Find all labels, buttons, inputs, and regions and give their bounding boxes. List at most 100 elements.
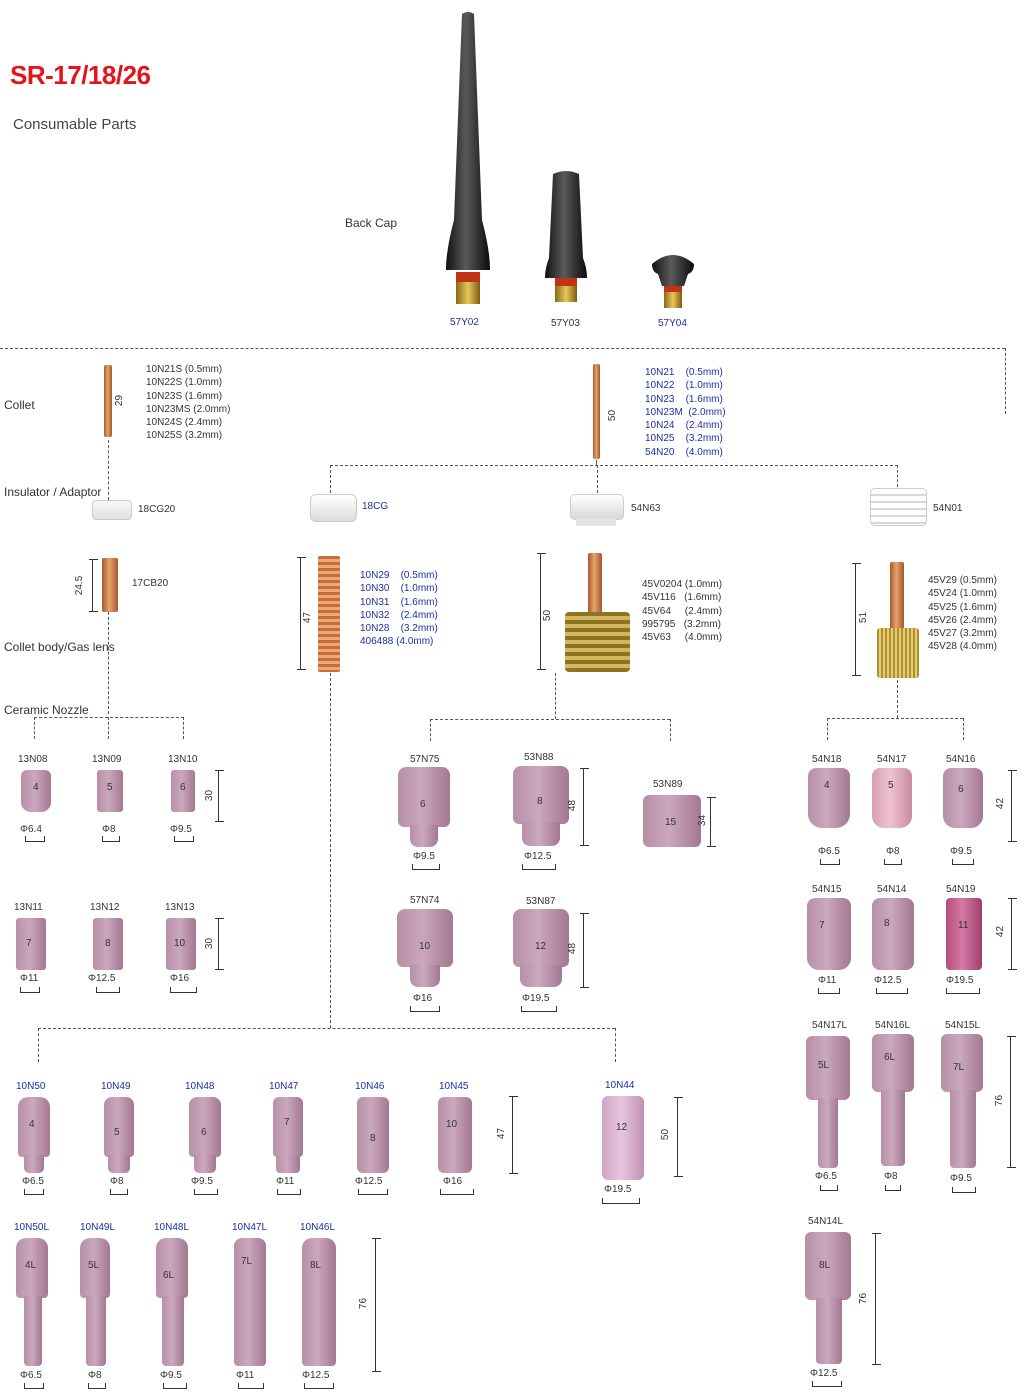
dimension-bar: [372, 1238, 382, 1372]
nozzle-code: 54N15: [812, 884, 842, 895]
connector-line: [330, 465, 331, 493]
nozzle-code: 10N45: [439, 1081, 469, 1092]
diameter-label: Φ6.5: [20, 1370, 42, 1381]
dimension-value: 30: [204, 789, 216, 802]
collet-body-17cb20-image: [102, 558, 118, 612]
diameter-bar: [885, 1185, 901, 1191]
nozzle-54n17l-image: 5L: [806, 1036, 850, 1100]
diameter-bar: [410, 1006, 440, 1012]
back-cap-code: 57Y04: [658, 318, 687, 329]
diameter-label: Φ6.5: [22, 1176, 44, 1187]
diameter-bar: [602, 1198, 640, 1204]
nozzle-size-number: 7L: [953, 1062, 965, 1073]
connector-line: [38, 1028, 39, 1062]
connector-line: [897, 465, 898, 487]
nozzle-57n75-image: 6: [398, 767, 450, 827]
dimension-value: 50: [542, 609, 554, 622]
nozzle-54n14l-tip: [816, 1298, 842, 1364]
diameter-bar: [820, 859, 840, 865]
nozzle-10n49l-image: 5L: [80, 1238, 110, 1298]
diameter-bar: [952, 859, 974, 865]
connector-line: [615, 1028, 616, 1062]
diameter-bar: [412, 864, 440, 870]
nozzle-code: 54N14: [877, 884, 907, 895]
nozzle-code: 13N11: [14, 902, 43, 913]
dimension-value: 76: [858, 1292, 870, 1305]
nozzle-10n50-image: 4: [18, 1097, 50, 1157]
diameter-bar: [277, 1189, 301, 1195]
dimension-bar: [537, 553, 547, 670]
nozzle-size-number: 6: [958, 784, 964, 795]
nozzle-code: 10N46: [355, 1081, 385, 1092]
nozzle-size-number: 6: [201, 1127, 207, 1138]
nozzle-13n10-image: 6: [171, 770, 195, 812]
connector-line: [34, 717, 35, 739]
diameter-bar: [102, 836, 120, 842]
insulator-18cg-image: [310, 494, 357, 522]
diameter-label: Φ12.5: [88, 973, 116, 984]
nozzle-size-number: 15: [665, 817, 677, 828]
dimension-value: 24.5: [74, 575, 86, 596]
diameter-label: Φ16: [413, 993, 433, 1004]
dimension-value: 48: [567, 799, 579, 812]
connector-line: [597, 465, 598, 493]
diameter-bar: [820, 1185, 838, 1191]
insulator-code: 18CG: [362, 501, 389, 512]
back-cap-short-image: [652, 255, 694, 308]
diameter-bar: [952, 1187, 976, 1193]
diameter-label: Φ19.5: [522, 993, 550, 1004]
diameter-label: Φ9.5: [950, 846, 972, 857]
dimension-value: 48: [567, 942, 579, 955]
diameter-label: Φ9.5: [191, 1176, 213, 1187]
diameter-bar: [25, 836, 45, 842]
diameter-label: Φ8: [102, 824, 116, 835]
dimension-bar: [215, 918, 225, 970]
diameter-label: Φ9.5: [413, 851, 435, 862]
nozzle-54n15-image: 7: [807, 898, 851, 970]
diameter-bar: [812, 1381, 842, 1387]
diameter-bar: [170, 987, 197, 993]
diameter-label: Φ8: [110, 1176, 124, 1187]
dimension-bar: [215, 770, 225, 822]
diameter-bar: [521, 1006, 557, 1012]
dimension-value: 50: [660, 1128, 672, 1141]
nozzle-13n08-image: 4: [21, 770, 51, 812]
dimension-bar: [674, 1097, 684, 1177]
nozzle-code: 57N75: [410, 754, 440, 765]
nozzle-code: 10N48L: [154, 1222, 190, 1233]
diameter-label: Φ11: [818, 975, 837, 986]
nozzle-size-number: 8L: [819, 1260, 831, 1271]
dimension-bar: [872, 1233, 882, 1365]
dimension-value: 76: [358, 1297, 370, 1310]
back-cap-long-image: [446, 12, 490, 304]
gas-lens-45v2-stem: [890, 562, 904, 630]
nozzle-size-number: 7L: [241, 1256, 253, 1267]
nozzle-10n46l-image: 8L: [302, 1238, 336, 1366]
nozzle-54n16l-tip: [881, 1090, 905, 1166]
nozzle-57n74-image: 10: [397, 909, 453, 967]
collet-short-image: [104, 365, 112, 437]
nozzle-size-number: 6L: [884, 1052, 896, 1063]
nozzle-size-number: 5L: [818, 1060, 830, 1071]
nozzle-size-number: 8: [884, 918, 890, 929]
nozzle-10n49-image: 5: [104, 1097, 134, 1157]
nozzle-54n15l-tip: [950, 1090, 976, 1168]
nozzle-53n88-tip: [522, 822, 560, 846]
nozzle-57n75-tip: [410, 825, 438, 847]
dimension-bar: [1008, 898, 1018, 970]
diameter-label: Φ12.5: [355, 1176, 383, 1187]
diameter-label: Φ12.5: [524, 851, 552, 862]
diameter-bar: [163, 1383, 187, 1389]
nozzle-code: 54N18: [812, 754, 842, 765]
nozzle-code: 57N74: [410, 895, 440, 906]
diameter-label: Φ16: [170, 973, 190, 984]
diameter-bar: [440, 1189, 474, 1195]
nozzle-code: 53N87: [526, 896, 556, 907]
nozzle-code: 13N08: [18, 754, 48, 765]
nozzle-size-number: 10: [419, 941, 431, 952]
insulator-code: 54N63: [631, 503, 661, 514]
diameter-label: Φ8: [88, 1370, 102, 1381]
nozzle-size-number: 8: [537, 796, 543, 807]
diameter-bar: [194, 1189, 218, 1195]
nozzle-code: 10N50L: [14, 1222, 50, 1233]
